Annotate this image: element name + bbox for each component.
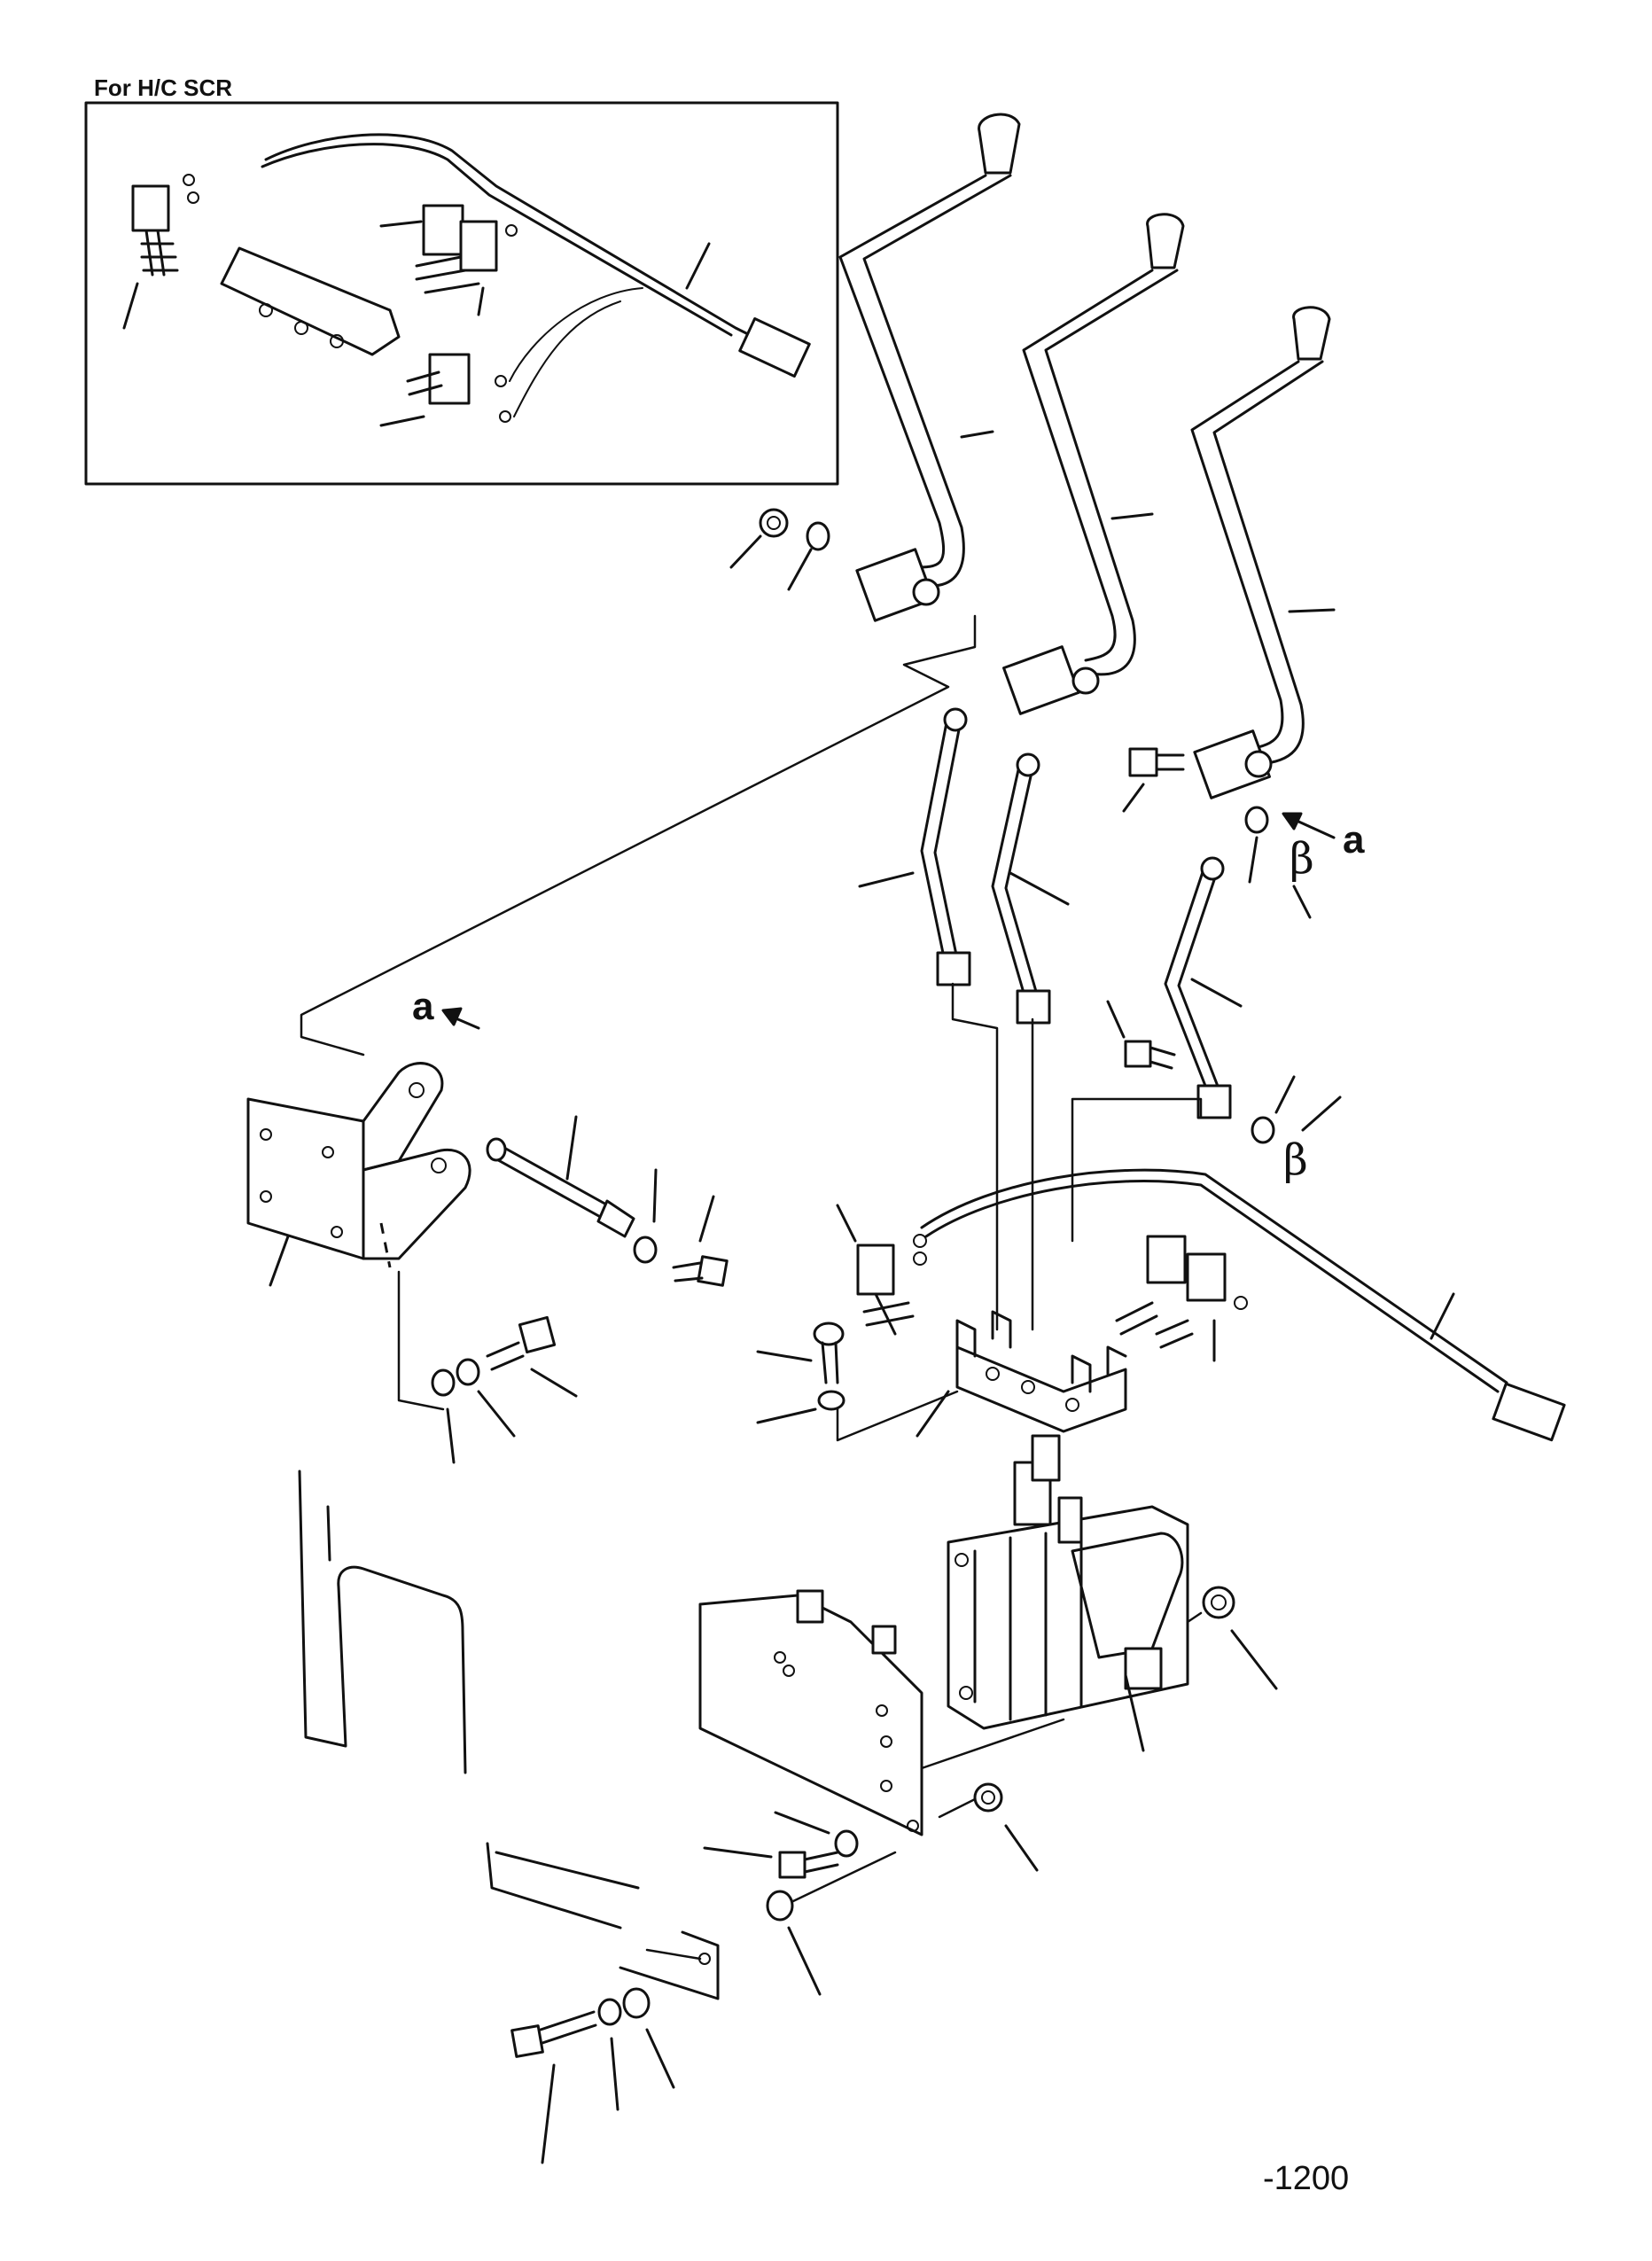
linkage-rod-1 [858,707,971,986]
control-valve [947,1434,1189,1752]
limit-switch-right [1115,1235,1227,1362]
guide-line-bottom-bolt [645,1948,702,1961]
control-lever-1 [838,113,1021,622]
guide-line-switch-bracket [836,1390,959,1442]
inset-limit-switch-lower [406,353,471,405]
washer-bracket-1 [431,1368,456,1464]
view-arrow-upper-head [1282,812,1303,830]
inset-panel: For H/C SCR [84,74,839,486]
leader-lever-3 [1288,608,1336,613]
guide-line-lever-1 [300,614,977,1056]
bolt-rod-3 [1106,1000,1176,1070]
inset-limit-switch-mid [415,204,498,294]
inset-leader-1 [122,282,139,330]
view-arrow-lower-head [441,1007,463,1026]
bolt-pin [672,1195,729,1287]
washer-lever-3 [1244,806,1269,884]
washer-plate-lower [766,1890,822,1996]
page-number: -1200 [1263,2160,1349,2197]
clip-symbol-lower: β [1283,1135,1308,1185]
leader-lever-1 [960,430,994,439]
clip-symbol-upper: β [1290,834,1314,884]
wire-terminal-1 [913,1234,927,1248]
wire-terminal-2 [913,1251,927,1266]
guide-line-bracket [397,1270,445,1411]
inset-limit-switch-left [131,184,179,277]
switch-bracket [916,1310,1127,1438]
main-wire-harness [920,1168,1508,1384]
lever-1-yoke [855,548,935,622]
main-connector [1492,1382,1566,1442]
inset-leader-5 [379,415,425,427]
inset-connector [738,317,811,378]
guide-line-rod-1 [951,982,999,1331]
inset-leader-3 [477,286,485,316]
guide-line-plate [920,1718,1065,1819]
linkage-rod-3 [1164,856,1243,1119]
leader-main-harness [1430,1292,1455,1340]
leader-lever-2 [1110,512,1154,520]
control-lever-2 [1002,213,1185,715]
view-marker-upper: a [1343,818,1365,862]
view-marker-lower: a [412,985,434,1028]
washer-bottom-2 [622,1987,675,2089]
washer-bottom-1 [597,1998,622,2111]
bolt-bottom [510,2010,597,2164]
bolt-lever-3 [1122,747,1185,813]
nut-plate [973,1782,1039,1872]
control-lever-3 [1190,306,1331,799]
frame-outline-left [298,1470,467,1774]
lever-mount-bracket [246,1062,471,1287]
nut-valve-right [1202,1586,1278,1690]
leader-clip-lower [1301,1095,1342,1132]
screw-switch-bracket [756,1322,845,1384]
guide-line-valve [1186,1611,1203,1624]
limit-switch-left [836,1204,915,1336]
frame-outline-lower [486,1842,720,2000]
inset-frame [84,101,839,486]
washer-lever-1 [787,521,830,591]
inset-wire-harness [264,133,755,339]
inset-switch-bracket [220,246,401,356]
valve-port-fitting [1124,1647,1163,1690]
inset-leader-4 [685,242,711,290]
washer-pin [633,1168,658,1264]
nut-lever-1 [729,508,789,569]
valve-mount-plate [698,1589,923,1836]
washer-rod-3 [1251,1075,1296,1144]
inset-wire-branch [509,287,643,417]
guide-line-plate-lower [791,1851,897,1903]
inset-wire-harness-2 [261,143,733,337]
lever-1-knob [978,113,1021,175]
main-wire-harness-2 [924,1179,1500,1393]
pivot-pin [486,1115,635,1238]
linkage-rod-2 [991,752,1070,1025]
washer-plate [774,1811,859,1858]
washer-bracket-2 [456,1358,516,1438]
wire-terminal-3 [1234,1296,1248,1310]
inset-leader-2 [379,220,423,228]
bolt-plate [703,1846,839,1879]
guide-line-rod-3 [1071,1097,1203,1243]
washer-switch-bracket [756,1390,845,1424]
bolt-bracket [486,1315,578,1398]
inset-title: For H/C SCR [94,74,232,101]
leader-clip-upper [1292,885,1312,919]
